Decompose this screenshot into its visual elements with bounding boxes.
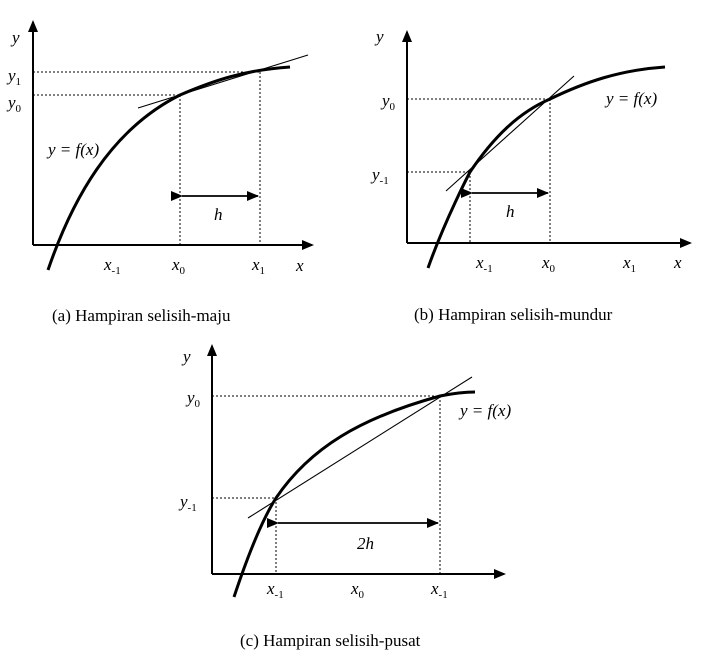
panel-a-x1-label: x1	[251, 255, 265, 277]
panel-c-y-axis-label: y	[181, 347, 191, 366]
panel-c-curve-label: y = f(x)	[458, 401, 511, 420]
panel-b-curve-label: y = f(x)	[604, 89, 657, 108]
panel-a-caption: (a) Hampiran selisih-maju	[52, 306, 231, 325]
panel-a-secant-line	[137, 54, 309, 109]
panel-a-x-axis-label: x	[295, 256, 304, 275]
panel-a-forward-difference: y x y1 y0 x-1 x0 x1 y = f(x) h (a) Hampi…	[6, 20, 314, 325]
panel-a-y0-label: y0	[6, 93, 22, 115]
panel-c-x0-label: x0	[350, 579, 365, 601]
panel-a-x-minus1-label: x-1	[103, 255, 121, 277]
panel-c-x-minus1-right-label: x-1	[430, 579, 448, 601]
panel-c-function-curve	[232, 390, 476, 598]
panel-b-x0-label: x0	[541, 253, 556, 275]
panel-b-y-axis-label: y	[374, 27, 384, 46]
panel-c-central-difference: y y0 y-1 x-1 x0 x-1 y = f(x) 2h (c) Hamp…	[178, 344, 511, 650]
panel-a-h-label: h	[214, 205, 223, 224]
panel-b-y-minus1-label: y-1	[370, 165, 389, 187]
panel-c-2h-label: 2h	[357, 534, 374, 553]
panel-c-x-minus1-left-label: x-1	[266, 579, 284, 601]
panel-a-y1-label: y1	[6, 66, 21, 88]
panel-b-function-curve	[426, 65, 666, 269]
panel-b-y0-label: y0	[380, 91, 396, 113]
panel-c-y0-label: y0	[185, 388, 201, 410]
panel-c-secant-line	[247, 376, 473, 519]
panel-b-x-minus1-label: x-1	[475, 253, 493, 275]
panel-c-y-minus1-label: y-1	[178, 492, 197, 514]
panel-a-y-axis-label: y	[10, 28, 20, 47]
panel-a-function-curve	[46, 65, 291, 271]
panel-c-caption: (c) Hampiran selisih-pusat	[240, 631, 421, 650]
panel-b-h-label: h	[506, 202, 515, 221]
panel-b-caption: (b) Hampiran selisih-mundur	[414, 305, 613, 324]
panel-b-x-axis-label: x	[673, 253, 682, 272]
panel-b-x1-label: x1	[622, 253, 636, 275]
panel-a-x0-label: x0	[171, 255, 186, 277]
panel-b-secant-line	[445, 75, 575, 192]
panel-a-curve-label: y = f(x)	[46, 140, 99, 159]
panel-b-backward-difference: y x y0 y-1 x-1 x0 x1 y = f(x) h (b) Hamp…	[370, 27, 692, 324]
